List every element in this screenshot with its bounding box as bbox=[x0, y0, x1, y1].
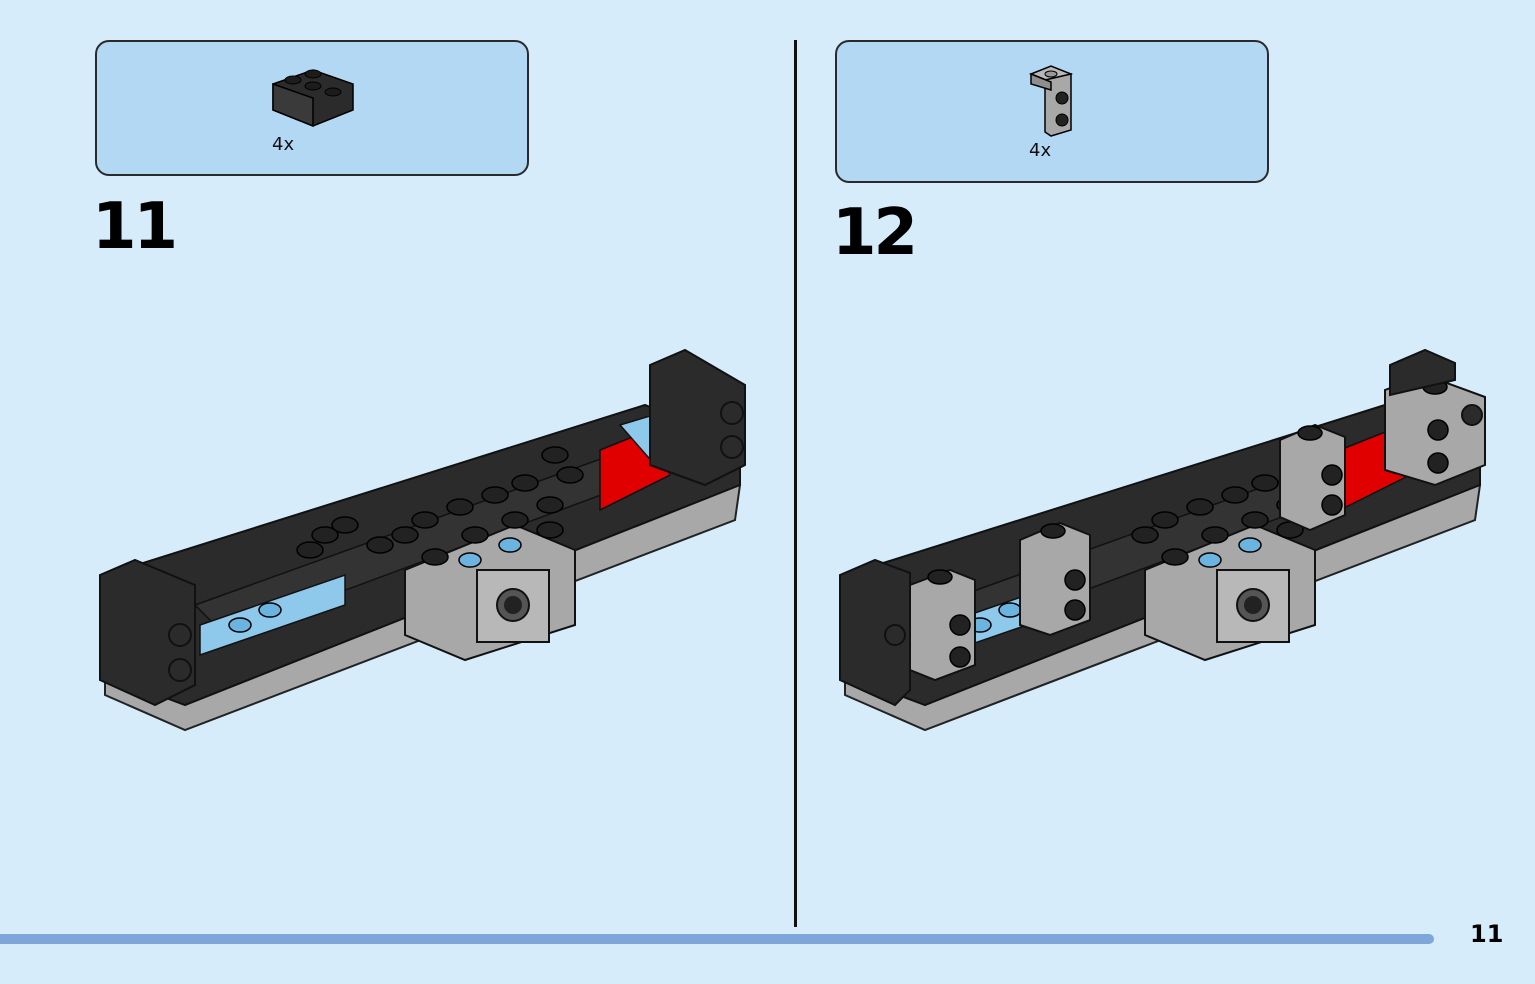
step-number: 11 bbox=[92, 190, 178, 264]
bracket-icon bbox=[1028, 65, 1074, 137]
build-model-step-11 bbox=[99, 348, 746, 732]
parts-callout-step-12: 4x bbox=[835, 40, 1269, 183]
step-divider bbox=[794, 40, 797, 927]
part-quantity: 4x bbox=[272, 134, 295, 155]
parts-callout-step-11: 4x bbox=[95, 40, 529, 176]
step-number: 12 bbox=[832, 196, 918, 270]
brick-corner-icon bbox=[272, 69, 354, 128]
page-number: 11 bbox=[1470, 920, 1504, 948]
progress-bar bbox=[0, 934, 1434, 944]
build-model-step-12 bbox=[839, 348, 1486, 732]
part-quantity: 4x bbox=[1029, 140, 1052, 161]
